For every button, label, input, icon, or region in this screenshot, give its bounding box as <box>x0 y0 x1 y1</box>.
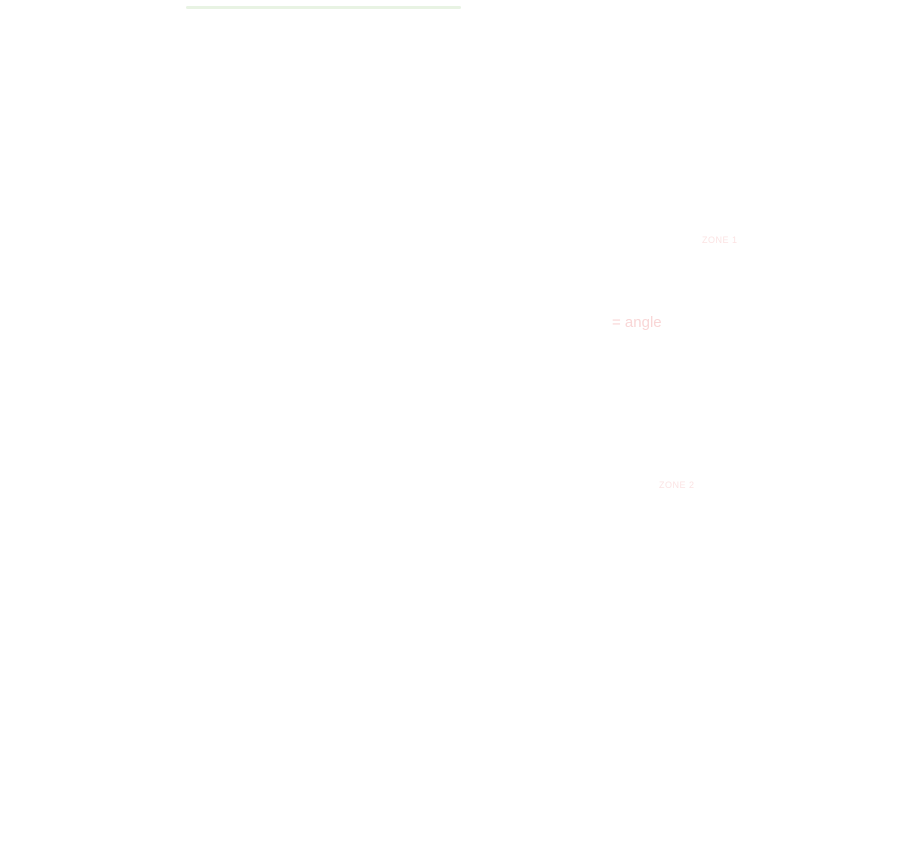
zone-2-label: ZONE 2 <box>659 480 695 490</box>
angle-label: = angle <box>612 314 662 331</box>
header-bar <box>186 6 461 9</box>
zone-1-label: ZONE 1 <box>702 235 738 245</box>
